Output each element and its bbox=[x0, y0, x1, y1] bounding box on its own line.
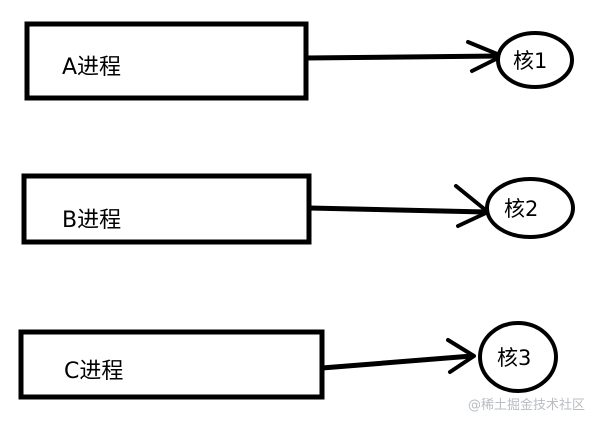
core-label-3: 核3 bbox=[497, 346, 531, 370]
process-label-a: A进程 bbox=[62, 55, 121, 80]
process-row-c: C进程 核3 bbox=[18, 321, 558, 400]
core-circle-1 bbox=[496, 31, 574, 89]
core-circle-3 bbox=[478, 321, 558, 393]
arrow-c-head bbox=[446, 338, 476, 374]
process-box-a bbox=[24, 21, 309, 101]
arrow-a-line bbox=[303, 53, 503, 61]
arrow-b-line bbox=[306, 205, 489, 215]
arrow-b-head bbox=[454, 184, 490, 228]
watermark-text: @稀土掘金技术社区 bbox=[467, 398, 585, 413]
arrow-c-line bbox=[319, 353, 475, 371]
process-label-c: C进程 bbox=[64, 359, 123, 384]
process-row-b: B进程 核2 bbox=[21, 173, 575, 245]
process-box-b bbox=[21, 173, 312, 245]
core-label-1: 核1 bbox=[513, 49, 547, 73]
core-label-2: 核2 bbox=[504, 197, 538, 221]
process-box-c bbox=[18, 329, 325, 400]
process-label-b: B进程 bbox=[62, 208, 121, 233]
process-row-a: A进程 核1 bbox=[24, 21, 574, 101]
core-circle-2 bbox=[485, 177, 575, 239]
